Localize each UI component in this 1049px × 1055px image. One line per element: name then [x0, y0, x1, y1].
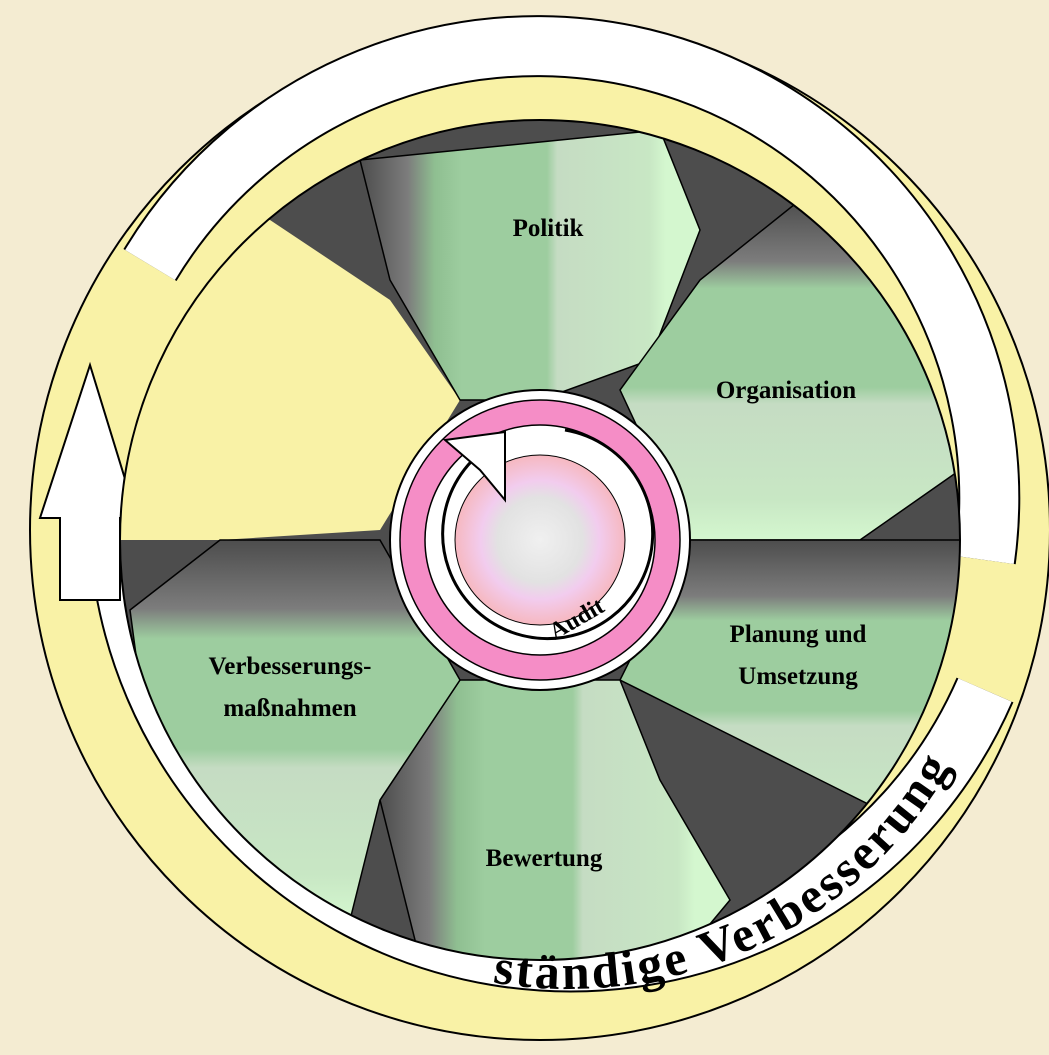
label-politik: Politik	[513, 215, 584, 242]
inner-disc-border	[119, 119, 961, 961]
label-organisation: Organisation	[716, 377, 856, 404]
label-bewertung: Bewertung	[486, 845, 603, 872]
label-planung-line2: Umsetzung	[738, 663, 858, 690]
hub-center	[454, 454, 626, 626]
improvement-arrow-upper	[125, 17, 1019, 564]
circular-arrowhead-icon	[442, 430, 506, 503]
label-planung-line1: Planung und	[730, 621, 867, 648]
circular-arrow-icon	[441, 428, 655, 641]
label-verbesserung-line1: Verbesserungs-	[209, 653, 372, 680]
segment-politik	[359, 129, 701, 401]
label-verbesserung-line2: maßnahmen	[223, 695, 356, 722]
